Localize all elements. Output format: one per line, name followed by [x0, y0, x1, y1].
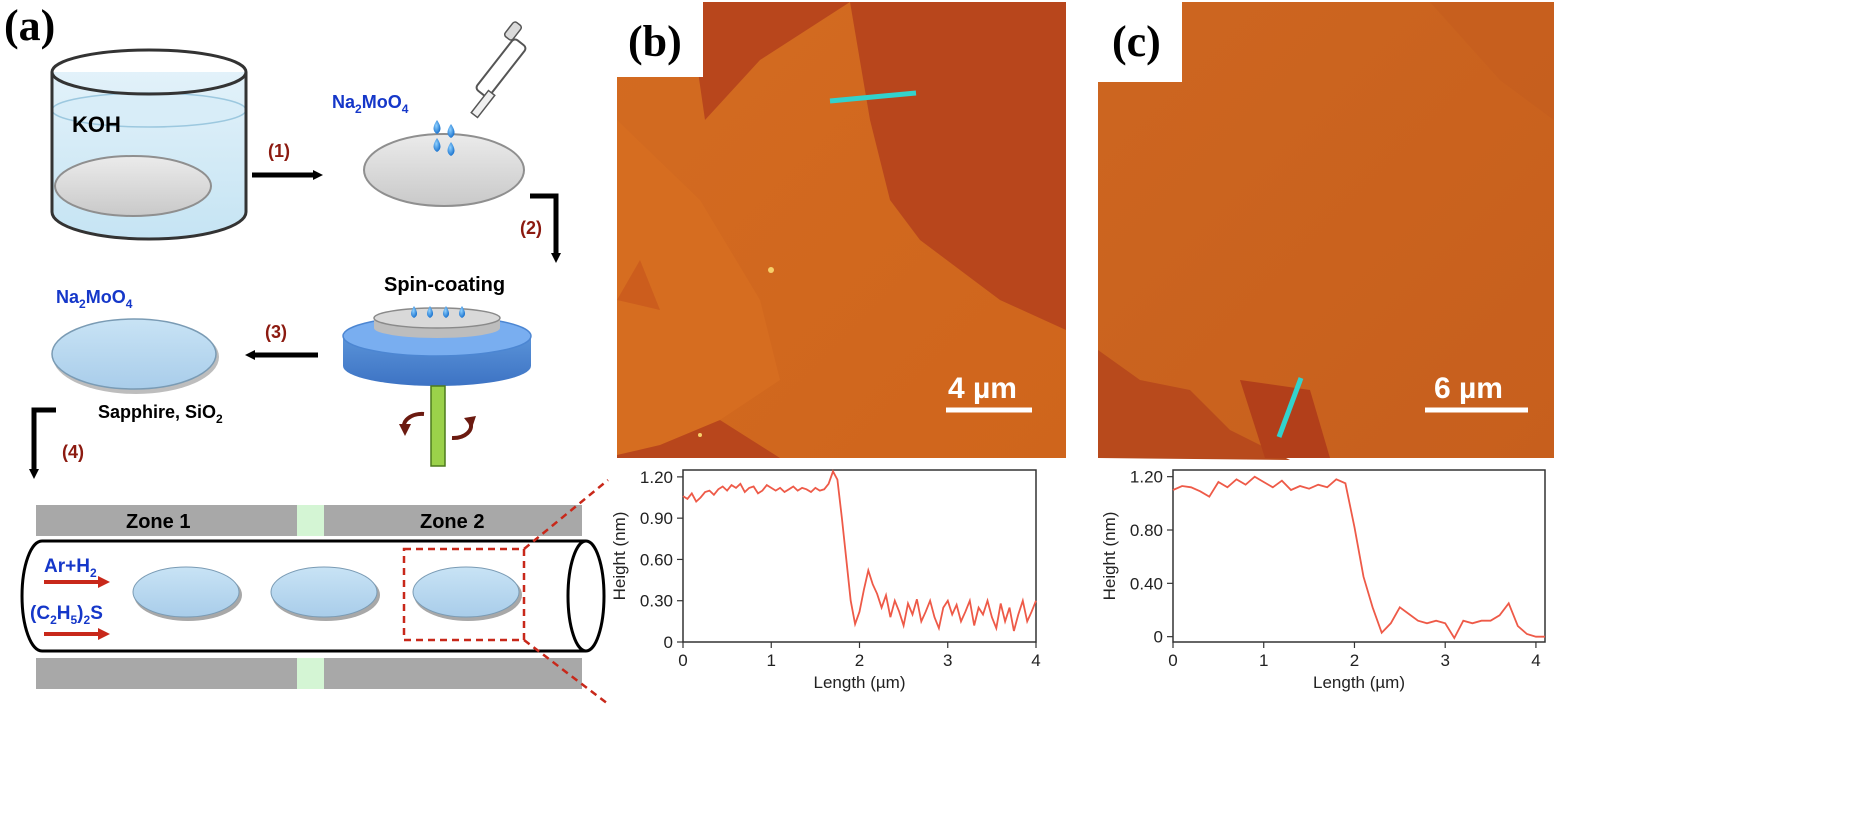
linecut-b	[829, 90, 917, 104]
step-4-arrow	[29, 407, 56, 479]
gas-label-2: (C2H5)2S	[30, 603, 103, 627]
y-tick-label: 0.40	[1130, 574, 1163, 593]
gas-label-1: Ar+H2	[44, 556, 97, 580]
dropper-icon	[470, 21, 527, 119]
zone-1-label: Zone 1	[126, 511, 190, 533]
scale-bar-label-c: 6 µm	[1434, 372, 1503, 405]
spin-coater	[342, 306, 532, 467]
zoom-box	[402, 547, 526, 642]
furnace-wafers	[132, 566, 522, 621]
x-tick-label: 0	[1168, 651, 1177, 670]
panel-b-label: (b)	[628, 17, 682, 66]
y-axis-label: Height (nm)	[1100, 512, 1119, 601]
x-tick-label: 4	[1031, 651, 1040, 670]
precursor-label-left: Na2MoO4	[56, 287, 133, 311]
x-tick-label: 4	[1531, 651, 1540, 670]
y-axis-label: Height (nm)	[610, 512, 629, 601]
y-tick-label: 0.30	[640, 592, 673, 611]
step-4-label: (4)	[62, 442, 84, 462]
y-tick-label: 0.60	[640, 550, 673, 569]
x-axis-label: Length (µm)	[814, 673, 906, 692]
y-tick-label: 0.80	[1130, 521, 1163, 540]
y-tick-label: 0	[664, 633, 673, 652]
x-axis-label: Length (µm)	[1313, 673, 1405, 692]
y-tick-label: 1.20	[640, 468, 673, 487]
x-tick-label: 3	[1440, 651, 1449, 670]
coated-wafer	[51, 318, 217, 390]
zoom-line-top	[523, 479, 609, 550]
spin-coating-label: Spin-coating	[384, 274, 505, 296]
beaker-label: KOH	[72, 112, 121, 137]
profile-line	[682, 469, 1037, 632]
profile-line	[1172, 475, 1545, 640]
panel-c-label: (c)	[1112, 17, 1161, 66]
y-tick-label: 1.20	[1130, 468, 1163, 487]
linecut-c	[1276, 377, 1304, 438]
beaker	[50, 48, 248, 241]
step-2-arrow	[530, 193, 561, 263]
x-tick-label: 2	[855, 651, 864, 670]
step-2-label: (2)	[520, 218, 542, 238]
x-tick-label: 0	[678, 651, 687, 670]
panel-a-label: (a)	[4, 1, 55, 50]
step-1-label: (1)	[268, 141, 290, 161]
zoom-line-bottom	[523, 639, 609, 705]
furnace	[20, 505, 606, 689]
afm-image-b	[617, 2, 1066, 458]
wafer-disk	[363, 133, 525, 207]
precursor-label-top: Na2MoO4	[332, 92, 409, 116]
afm-image-c	[1098, 2, 1554, 460]
substrate-label: Sapphire, SiO2	[98, 402, 223, 426]
x-tick-label: 1	[1259, 651, 1268, 670]
x-tick-label: 2	[1350, 651, 1359, 670]
rotation-arrows-icon	[399, 411, 476, 441]
y-tick-label: 0.90	[640, 509, 673, 528]
droplets-icon	[433, 120, 455, 156]
x-tick-label: 1	[767, 651, 776, 670]
zone-2-label: Zone 2	[420, 511, 484, 533]
step-3-label: (3)	[265, 322, 287, 342]
x-tick-label: 3	[943, 651, 952, 670]
scale-bar-label-b: 4 µm	[948, 372, 1017, 405]
y-tick-label: 0	[1154, 628, 1163, 647]
